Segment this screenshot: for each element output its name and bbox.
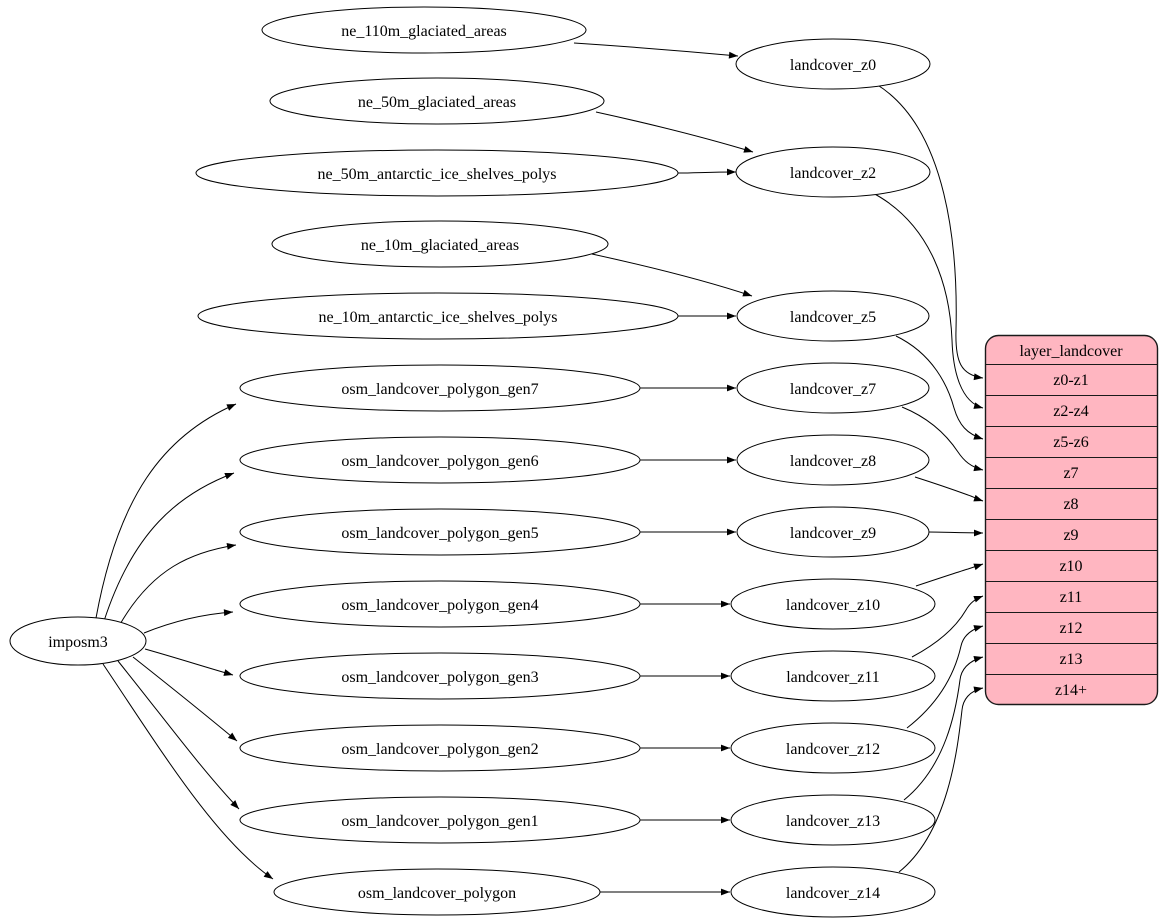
table-row-z11: z11 (1060, 589, 1083, 606)
generalized-label: landcover_z10 (786, 597, 880, 614)
source-label: osm_landcover_polygon_gen4 (341, 597, 538, 614)
node-landcover_z14: landcover_z14 (730, 866, 936, 918)
node-imposm3-label: imposm3 (48, 634, 108, 651)
node-osm_landcover_polygon_gen1: osm_landcover_polygon_gen1 (239, 796, 641, 844)
node-osm_landcover_polygon_gen5: osm_landcover_polygon_gen5 (239, 508, 641, 556)
edge-imposm3-osm_landcover_polygon_gen6 (103, 472, 235, 622)
edge-landcover_z12-row-z12 (906, 625, 984, 729)
edge-ne_10m_glaciated_areas-landcover_z5 (591, 253, 753, 297)
node-landcover_z10: landcover_z10 (730, 578, 936, 630)
edge-landcover_z13-row-z13 (903, 656, 984, 801)
table-title: layer_landcover (1019, 343, 1123, 360)
generalized-label: landcover_z8 (790, 453, 876, 470)
source-label: osm_landcover_polygon (358, 885, 516, 902)
generalized-label: landcover_z0 (790, 57, 876, 74)
generalized-label: landcover_z7 (790, 381, 876, 398)
source-label: osm_landcover_polygon_gen6 (341, 453, 538, 470)
edge-landcover_z2-row-z2-z4 (870, 191, 984, 409)
node-osm_landcover_polygon_gen4: osm_landcover_polygon_gen4 (239, 580, 641, 628)
node-landcover_z5: landcover_z5 (736, 290, 930, 342)
table-row-z7: z7 (1063, 465, 1078, 482)
edge-imposm3-osm_landcover_polygon_gen5 (118, 543, 237, 627)
node-landcover_z12: landcover_z12 (730, 722, 936, 774)
table-layer_landcover: layer_landcover z0-z1 z2-z4 z5-z6 z7 z8 … (984, 334, 1159, 706)
edge-imposm3-osm_landcover_polygon (102, 663, 274, 880)
edge-landcover_z10-row-z10 (915, 563, 984, 587)
node-landcover_z11: landcover_z11 (730, 650, 936, 702)
source-label: ne_50m_glaciated_areas (358, 94, 516, 111)
source-label: ne_10m_glaciated_areas (361, 237, 519, 254)
edge-imposm3-osm_landcover_polygon_gen7 (95, 403, 237, 619)
edge-landcover_z5-row-z5-z6 (895, 335, 984, 440)
source-label: osm_landcover_polygon_gen1 (341, 813, 538, 830)
edge-landcover_z14-row-z14plus (898, 686, 984, 873)
node-ne_110m_glaciated_areas: ne_110m_glaciated_areas (261, 6, 587, 54)
generalized-label: landcover_z12 (786, 741, 880, 758)
edge-imposm3-osm_landcover_polygon_gen2 (132, 656, 238, 742)
edge-imposm3-osm_landcover_polygon_gen1 (117, 660, 240, 810)
source-label: ne_10m_antarctic_ice_shelves_polys (318, 309, 557, 326)
node-landcover_z13: landcover_z13 (730, 794, 936, 846)
edge-ne_50m_antarctic_ice_shelves_polys-landcover_z2 (677, 168, 737, 176)
node-landcover_z0: landcover_z0 (735, 38, 931, 90)
table-row-z10: z10 (1059, 558, 1082, 575)
edge-imposm3-osm_landcover_polygon_gen4 (143, 609, 234, 634)
generalized-label: landcover_z9 (790, 525, 876, 542)
node-landcover_z8: landcover_z8 (736, 434, 930, 486)
source-label: ne_50m_antarctic_ice_shelves_polys (317, 166, 556, 183)
node-landcover_z9: landcover_z9 (736, 506, 930, 558)
node-ne_10m_antarctic_ice_shelves_polys: ne_10m_antarctic_ice_shelves_polys (197, 292, 679, 340)
node-landcover_z7: landcover_z7 (736, 362, 930, 414)
node-imposm3: imposm3 (9, 616, 147, 666)
node-ne_50m_antarctic_ice_shelves_polys: ne_50m_antarctic_ice_shelves_polys (195, 149, 679, 197)
source-label: osm_landcover_polygon_gen7 (341, 381, 538, 398)
generalized-label: landcover_z14 (786, 885, 880, 902)
table-row-z12: z12 (1059, 620, 1082, 637)
source-label: osm_landcover_polygon_gen2 (341, 741, 538, 758)
node-osm_landcover_polygon_gen2: osm_landcover_polygon_gen2 (239, 724, 641, 772)
node-landcover_z2: landcover_z2 (735, 146, 931, 198)
edge-landcover_z9-row-z9 (927, 529, 984, 537)
node-osm_landcover_polygon_gen7: osm_landcover_polygon_gen7 (239, 364, 641, 412)
edge-landcover_z11-row-z11 (911, 595, 984, 658)
source-label: osm_landcover_polygon_gen5 (341, 525, 538, 542)
edge-ne_110m_glaciated_areas-landcover_z0 (573, 42, 739, 59)
edge-ne_50m_glaciated_areas-landcover_z2 (595, 111, 754, 153)
node-ne_50m_glaciated_areas: ne_50m_glaciated_areas (269, 77, 605, 125)
generalized-label: landcover_z11 (786, 669, 880, 686)
table-row-z2-z4: z2-z4 (1053, 403, 1089, 420)
generalized-label: landcover_z13 (786, 813, 880, 830)
node-osm_landcover_polygon: osm_landcover_polygon (273, 868, 601, 916)
node-ne_10m_glaciated_areas: ne_10m_glaciated_areas (271, 220, 609, 268)
table-row-z8: z8 (1063, 496, 1078, 513)
source-label: ne_110m_glaciated_areas (341, 23, 507, 40)
edge-imposm3-osm_landcover_polygon_gen3 (144, 648, 234, 676)
table-row-z5-z6: z5-z6 (1053, 434, 1089, 451)
table-row-z0-z1: z0-z1 (1053, 372, 1089, 389)
table-row-z13: z13 (1059, 651, 1082, 668)
node-osm_landcover_polygon_gen3: osm_landcover_polygon_gen3 (239, 652, 641, 700)
generalized-label: landcover_z2 (790, 165, 876, 182)
edge-landcover_z7-row-z7 (901, 406, 984, 472)
source-label: osm_landcover_polygon_gen3 (341, 669, 538, 686)
table-row-z14plus: z14+ (1055, 682, 1087, 699)
node-osm_landcover_polygon_gen6: osm_landcover_polygon_gen6 (239, 436, 641, 484)
table-row-z9: z9 (1063, 527, 1078, 544)
generalized-label: landcover_z5 (790, 309, 876, 326)
edge-landcover_z8-row-z8 (914, 476, 984, 502)
edge-landcover_z0-row-z0-z1 (875, 83, 984, 381)
